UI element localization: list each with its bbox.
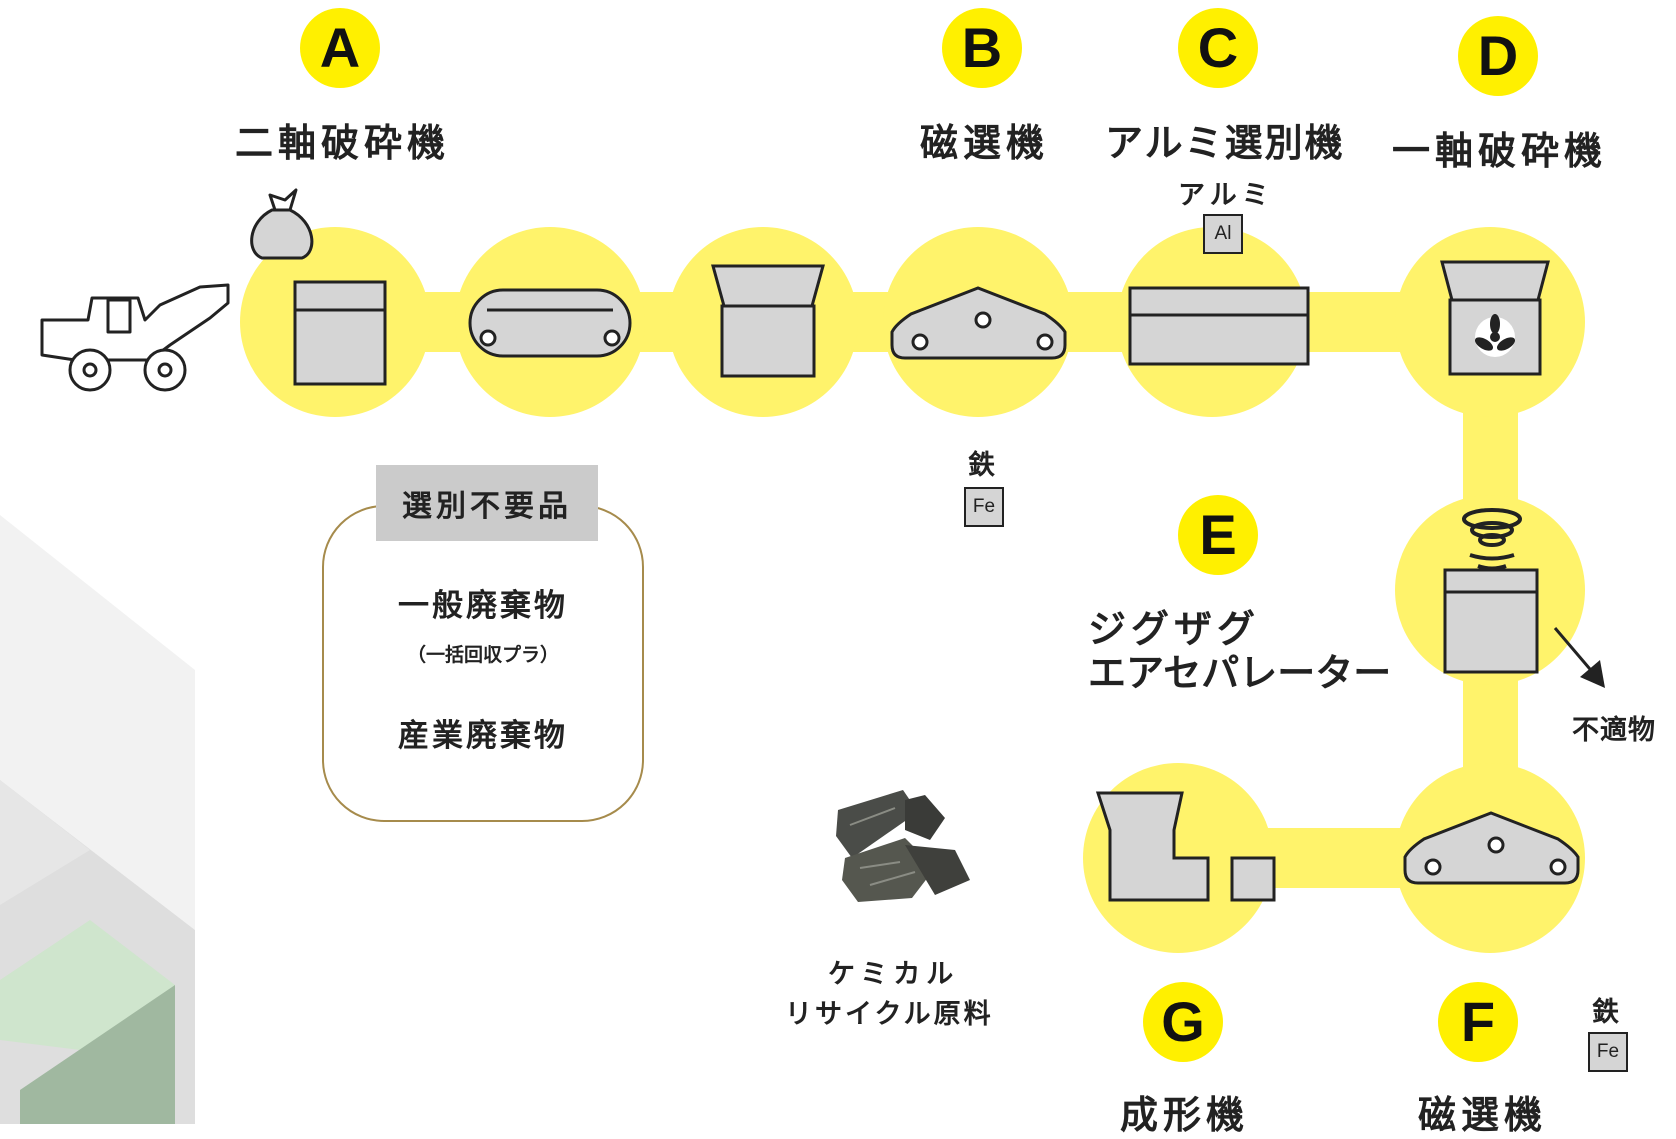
stage-c-badge: C — [1178, 8, 1258, 88]
stage-e-output-label: 不適物 — [1572, 715, 1656, 746]
stage-c-title: アルミ選別機 — [1105, 121, 1345, 165]
rejected-item-industrial-waste: 産業廃棄物 — [398, 718, 568, 754]
aluminium-separator-icon — [1128, 286, 1310, 366]
air-separator-icon — [1443, 508, 1605, 688]
iron-symbol-f: Fe — [1588, 1032, 1628, 1072]
stage-f-title: 磁選機 — [1418, 1093, 1548, 1137]
stage-d-title: 一軸破砕機 — [1392, 129, 1608, 173]
product-label-line2: リサイクル原料 — [785, 999, 994, 1030]
magnetic-separator-icon-f — [1403, 811, 1580, 885]
conveyor-icon — [468, 288, 632, 358]
rejected-items-tag: 選別不要品 — [376, 465, 598, 541]
molding-machine-icon — [1095, 791, 1276, 902]
aluminium-symbol: Al — [1203, 214, 1243, 254]
stage-b-badge: B — [942, 8, 1022, 88]
stage-b-output-label: 鉄 — [968, 450, 1000, 481]
stage-f-output-label: 鉄 — [1592, 997, 1624, 1028]
garbage-bag-icon — [250, 188, 314, 260]
stage-e-title-line1: ジグザグ — [1088, 607, 1261, 651]
iron-symbol: Fe — [964, 487, 1004, 527]
stage-c-output-label: アルミ — [1178, 180, 1274, 211]
hopper-icon — [711, 264, 825, 378]
rejected-item-general-waste: 一般廃棄物 — [398, 588, 568, 624]
stage-a-badge: A — [300, 8, 380, 88]
stage-e-badge: E — [1178, 495, 1258, 575]
stage-a-title: 二軸破砕機 — [235, 121, 451, 165]
background-cube-decoration — [0, 515, 195, 1124]
stage-g-badge: G — [1143, 982, 1223, 1062]
wheel-loader-icon — [40, 283, 230, 392]
stage-d-badge: D — [1458, 16, 1538, 96]
stage-e-title-line2: エアセパレーター — [1088, 651, 1392, 695]
product-label-line1: ケミカル — [828, 959, 960, 990]
recycled-material-image — [836, 790, 970, 902]
rejected-item-general-waste-note: （一括回収プラ） — [406, 644, 559, 666]
stage-b-title: 磁選機 — [920, 121, 1050, 165]
fan-icon — [1474, 314, 1516, 351]
single-shaft-shredder-icon — [1440, 260, 1550, 376]
magnetic-separator-icon — [890, 286, 1067, 360]
stage-g-title: 成形機 — [1120, 1093, 1250, 1137]
stage-f-badge: F — [1438, 982, 1518, 1062]
